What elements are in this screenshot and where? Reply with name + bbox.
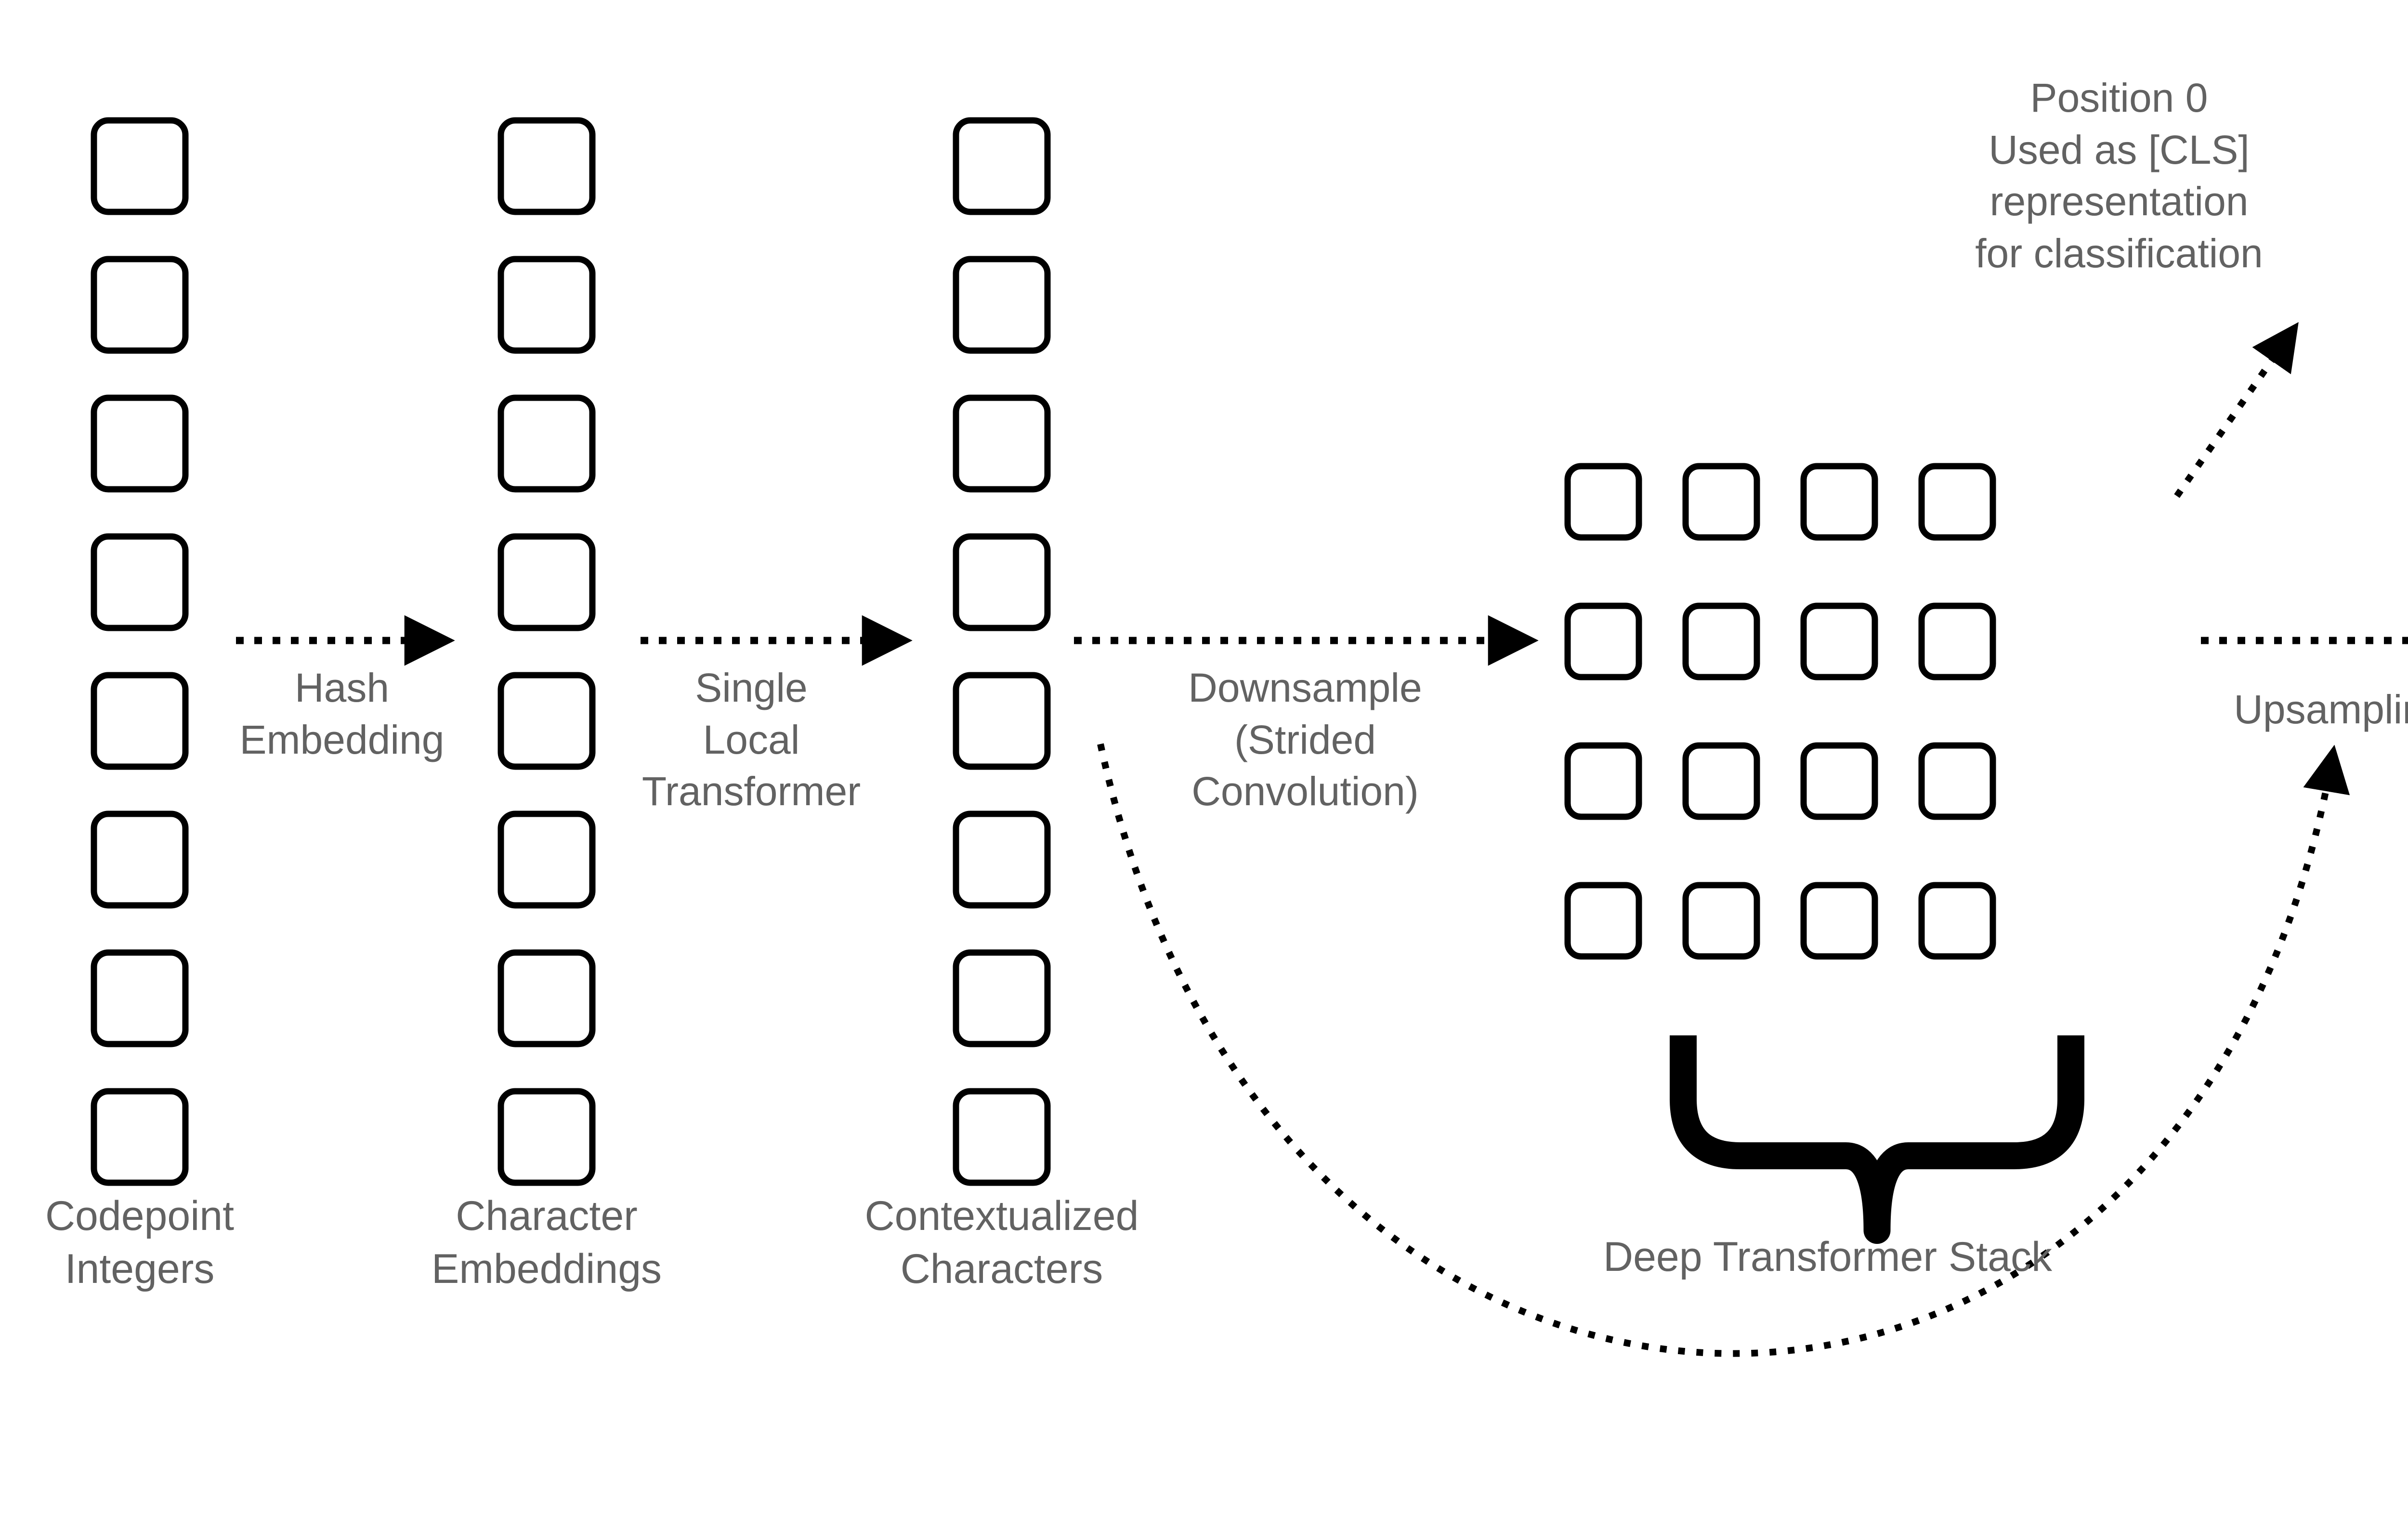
grid-box xyxy=(1800,882,1878,960)
token-column-character-embeddings xyxy=(497,117,596,1186)
column-label-contextualized-characters: Contextualized Characters xyxy=(864,1193,1139,1293)
grid-box xyxy=(1918,742,1996,820)
grid-box xyxy=(1682,742,1760,820)
token-column-contextualized-characters xyxy=(953,117,1051,1186)
token-box xyxy=(953,394,1051,493)
token-box xyxy=(497,810,596,909)
flow-arrows-group xyxy=(236,322,2408,1357)
grid-box xyxy=(1918,882,1996,960)
token-box xyxy=(497,256,596,354)
token-box xyxy=(497,949,596,1047)
token-box xyxy=(91,533,189,631)
token-column-codepoint-integers xyxy=(91,117,189,1186)
grid-box xyxy=(1682,882,1760,960)
token-box xyxy=(953,949,1051,1047)
grid-box xyxy=(1682,602,1760,680)
token-box xyxy=(91,672,189,770)
grid-box xyxy=(1800,463,1878,541)
token-box xyxy=(497,1088,596,1186)
token-box xyxy=(91,117,189,215)
token-box xyxy=(497,672,596,770)
token-box xyxy=(953,117,1051,215)
grid-box xyxy=(1918,463,1996,541)
token-box xyxy=(91,949,189,1047)
token-box xyxy=(91,394,189,493)
grid-box xyxy=(1564,602,1642,680)
column-label-codepoint-integers: Codepoint Integers xyxy=(45,1193,235,1293)
column-label-character-embeddings: Character Embeddings xyxy=(431,1193,662,1293)
annotation-position-zero-cls: Position 0 Used as [CLS] representation … xyxy=(1975,75,2263,276)
token-box xyxy=(91,810,189,909)
token-box xyxy=(953,810,1051,909)
arrow-label-upsampling: Upsampling xyxy=(2234,687,2408,732)
column-boxes-group xyxy=(91,117,1051,1186)
token-box xyxy=(497,533,596,631)
grid-label-deep-transformer-stack: Deep Transformer Stack xyxy=(1603,1234,2053,1280)
grid-box xyxy=(1564,742,1642,820)
token-box xyxy=(497,117,596,215)
arrow-label-single-local-transformer: Single Local Transformer xyxy=(641,665,861,814)
token-box xyxy=(497,394,596,493)
grid-box xyxy=(1564,882,1642,960)
arrow-label-hash-embedding: Hash Embedding xyxy=(239,665,445,762)
token-box xyxy=(953,533,1051,631)
grid-box xyxy=(1918,602,1996,680)
grid-box xyxy=(1682,463,1760,541)
brace-group xyxy=(1670,1035,2084,1244)
curved-arrow-residual-skip-connection xyxy=(1097,743,2350,1357)
grid-box xyxy=(1800,602,1878,680)
token-box xyxy=(953,672,1051,770)
token-box xyxy=(953,1088,1051,1186)
token-box xyxy=(953,256,1051,354)
annotation-arrow-position-zero-cls xyxy=(2174,322,2299,498)
transformer-grid-group xyxy=(1564,463,1996,960)
token-box xyxy=(91,1088,189,1186)
grid-box xyxy=(1800,742,1878,820)
deep-transformer-brace xyxy=(1670,1035,2084,1244)
arrow-label-downsample-strided-convolution: Downsample (Strided Convolution) xyxy=(1188,665,1422,814)
grid-box xyxy=(1564,463,1642,541)
token-box xyxy=(91,256,189,354)
